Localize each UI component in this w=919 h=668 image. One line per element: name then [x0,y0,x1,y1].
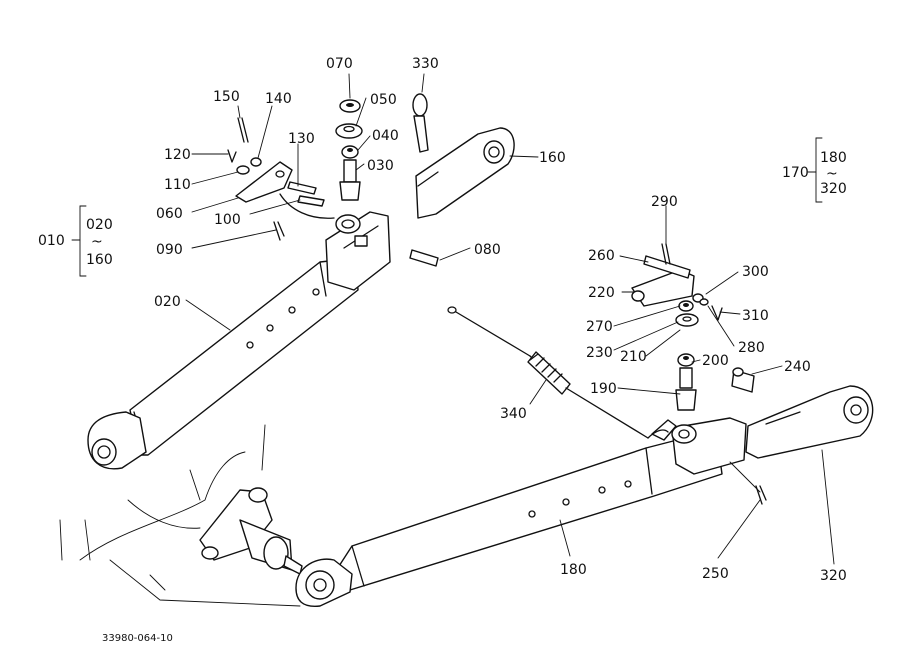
callout-260: 260 [588,248,615,264]
callout-140: 140 [265,91,292,107]
group-010-upper: 020 [86,217,113,233]
callout-340: 340 [500,406,527,422]
callout-040: 040 [372,128,399,144]
callout-150: 150 [213,89,240,105]
group-170-upper: 180 [820,150,847,166]
part-340-check-chain [447,306,669,439]
callout-labels: 070 330 150 140 050 040 130 120 160 030 … [38,56,847,644]
callout-160: 160 [539,150,566,166]
part-310-clip [711,305,723,321]
callout-100: 100 [214,212,241,228]
leader-lines [185,73,835,565]
part-060-stabilizer-bracket [235,161,293,203]
group-010-lower: 160 [86,252,113,268]
drawing-code: 33980-064-10 [102,633,173,644]
callout-130: 130 [288,131,315,147]
lower-link-right [295,429,723,607]
lower-link-left [87,257,359,470]
callout-220: 220 [588,285,615,301]
part-300-washers [692,293,709,306]
tractor-outline [59,424,301,607]
part-120-clip [227,149,237,163]
callout-120: 120 [164,147,191,163]
group-bracket-010 [71,205,87,277]
part-160-check-chain-bracket [415,127,515,219]
callout-070: 070 [326,56,353,72]
part-140-washer [250,157,262,167]
callout-080: 080 [474,242,501,258]
callout-310: 310 [742,308,769,324]
callout-210: 210 [620,349,647,365]
part-100-chain-arc [279,193,335,219]
callout-320: 320 [820,568,847,584]
part-110-washer [236,165,250,175]
lower-link-left-head [325,211,391,291]
group-010-tilde: ~ [91,234,103,250]
part-080-bolt [409,249,439,267]
callout-300: 300 [742,264,769,280]
part-290-spring-pins [661,243,671,265]
part-090-spring-clip [273,221,285,241]
pto-shaft-flange [199,487,303,575]
callout-190: 190 [590,381,617,397]
group-170-tilde: ~ [826,166,838,182]
callout-200: 200 [702,353,729,369]
callout-020: 020 [154,294,181,310]
callout-230: 230 [586,345,613,361]
part-070-washer [339,99,361,113]
part-040-nut [341,145,359,159]
part-130-bolts [287,181,325,207]
group-bracket-170 [807,137,823,203]
callout-030: 030 [367,158,394,174]
part-270-washer [678,300,694,312]
group-170-lower: 320 [820,181,847,197]
part-320-check-chain-bracket [745,385,874,459]
callout-090: 090 [156,242,183,258]
part-050-washer [335,123,363,139]
callout-050: 050 [370,92,397,108]
callout-240: 240 [784,359,811,375]
part-250-spring-clip [755,485,767,505]
callout-290: 290 [651,194,678,210]
part-190-pin [675,367,697,411]
part-230-washer [675,313,699,327]
part-330-lynch-pin [412,93,429,153]
callout-270: 270 [586,319,613,335]
callout-330: 330 [412,56,439,72]
part-030-pin [339,159,361,201]
group-010-number: 010 [38,233,65,249]
callout-180: 180 [560,562,587,578]
group-170-number: 170 [782,165,809,181]
callout-250: 250 [702,566,729,582]
part-240-bolt [731,367,755,393]
part-200-nut [677,353,695,367]
lower-link-right-head [651,417,747,475]
callout-110: 110 [164,177,191,193]
callout-280: 280 [738,340,765,356]
callout-060: 060 [156,206,183,222]
part-150-spring-pin [237,117,249,143]
